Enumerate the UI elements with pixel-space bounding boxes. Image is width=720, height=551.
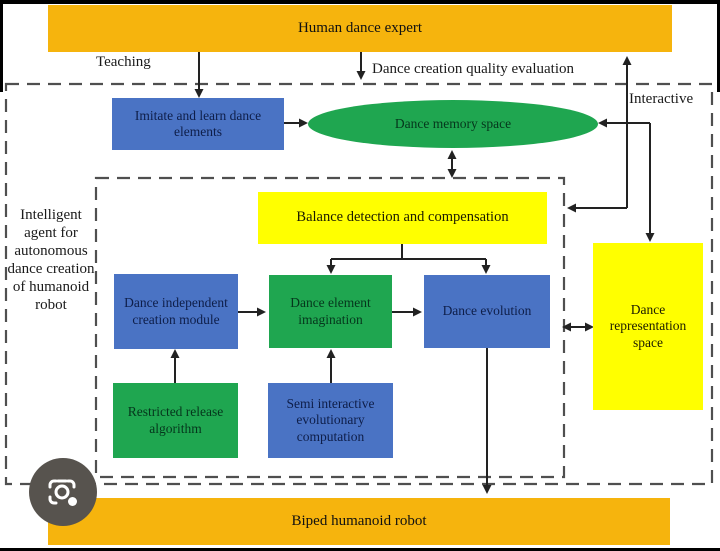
imitate-learn-label: Imitate and learn dance elements [134, 107, 262, 139]
imitate-learn-box: Imitate and learn dance elements [112, 98, 284, 150]
top-black-edge [0, 0, 720, 4]
balance-detection-box: Balance detection and compensation [258, 192, 547, 244]
dance-element-imagination-box: Dance element imagination [269, 275, 392, 348]
biped-humanoid-robot-bar: Biped humanoid robot [48, 498, 670, 545]
dance-memory-space-ellipse: Dance memory space [308, 100, 598, 148]
dance-evolution-box: Dance evolution [424, 275, 550, 348]
dance-independent-creation-box: Dance independent creation module [114, 274, 238, 349]
teaching-label: Teaching [96, 54, 151, 70]
human-dance-expert-label: Human dance expert [297, 20, 423, 36]
dance-representation-space-label: Dance representation space [609, 301, 687, 350]
interactive-label: Interactive [629, 91, 694, 107]
intelligent-agent-label: Intelligent agent for autonomous dance c… [7, 207, 95, 313]
semi-interactive-evolutionary-box: Semi interactive evolutionary computatio… [268, 383, 393, 458]
restricted-release-box: Restricted release algorithm [113, 383, 238, 458]
dance-independent-creation-label: Dance independent creation module [124, 295, 228, 327]
balance-detection-label: Balance detection and compensation [296, 209, 509, 226]
human-dance-expert-bar: Human dance expert [48, 5, 672, 52]
camera-lens-icon [48, 479, 77, 506]
dance-representation-space-box: Dance representation space [593, 243, 703, 410]
camera-lens-button[interactable] [29, 458, 97, 526]
bottom-black-edge [0, 548, 720, 551]
biped-humanoid-robot-label: Biped humanoid robot [291, 513, 427, 529]
left-black-edge [0, 0, 3, 92]
restricted-release-label: Restricted release algorithm [127, 404, 224, 436]
dance-evolution-label: Dance evolution [442, 303, 532, 319]
dance-element-imagination-label: Dance element imagination [290, 295, 371, 327]
evaluation-label: Dance creation quality evaluation [372, 61, 574, 77]
semi-interactive-evolutionary-label: Semi interactive evolutionary computatio… [286, 395, 375, 444]
right-black-edge [717, 0, 720, 92]
dance-memory-space-label: Dance memory space [394, 115, 512, 131]
